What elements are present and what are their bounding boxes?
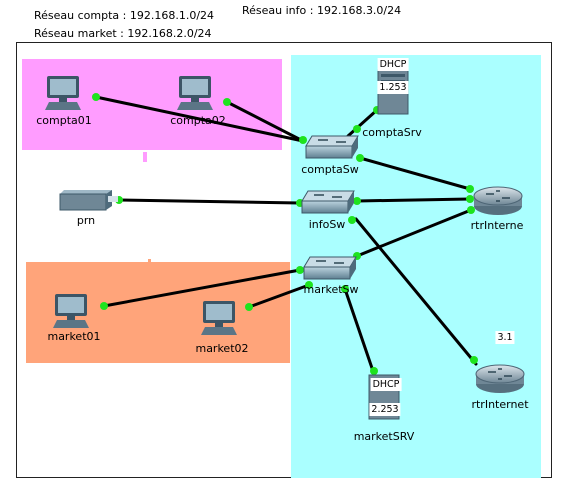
comptaSrv-address-tag: 1.253 bbox=[377, 81, 409, 94]
link-status-dots bbox=[92, 93, 478, 375]
prn-label: prn bbox=[76, 214, 96, 227]
topology-canvas bbox=[16, 42, 552, 478]
rtrInternet-address-tag: 3.1 bbox=[495, 331, 515, 344]
market01-label: market01 bbox=[47, 330, 101, 343]
market02-label: market02 bbox=[195, 342, 249, 355]
router-icon[interactable] bbox=[473, 186, 523, 215]
link-compta02-comptaSw bbox=[225, 100, 305, 143]
switch-icon[interactable] bbox=[301, 190, 355, 214]
router-icon[interactable] bbox=[475, 364, 525, 393]
marketSRV-service-tag: DHCP bbox=[370, 378, 402, 391]
subnet-info-label: Réseau info : 192.168.3.0/24 bbox=[242, 4, 402, 17]
marketSRV-label: marketSRV bbox=[353, 430, 415, 443]
status-dot bbox=[353, 197, 361, 205]
status-dot bbox=[100, 302, 108, 310]
link-market02-marketSw bbox=[247, 283, 311, 309]
status-dot bbox=[305, 281, 313, 289]
status-dot bbox=[223, 98, 231, 106]
pc-icon[interactable] bbox=[177, 76, 213, 110]
status-dot bbox=[356, 154, 364, 162]
pc-icon[interactable] bbox=[45, 76, 81, 110]
compta01-label: compta01 bbox=[36, 114, 92, 127]
infoSw-label: infoSw bbox=[308, 218, 346, 231]
pc-icon[interactable] bbox=[201, 301, 237, 335]
comptaSrv-service-tag: DHCP bbox=[377, 58, 409, 71]
link-infoSw-rtrInterne bbox=[355, 197, 472, 203]
link-marketSw-marketSRV bbox=[343, 287, 376, 376]
status-dot bbox=[348, 216, 356, 224]
zone-compta-handle[interactable] bbox=[143, 152, 147, 162]
link-prn-infoSw bbox=[117, 198, 302, 205]
pc-icon[interactable] bbox=[53, 294, 89, 328]
status-dot bbox=[470, 356, 478, 364]
status-dot bbox=[245, 303, 253, 311]
status-dot bbox=[466, 185, 474, 193]
status-dot bbox=[299, 136, 307, 144]
status-dot bbox=[467, 206, 475, 214]
link-comptaSw-rtrInterne bbox=[358, 156, 472, 191]
compta02-label: compta02 bbox=[170, 114, 226, 127]
subnet-market-label: Réseau market : 192.168.2.0/24 bbox=[34, 27, 212, 40]
status-dot bbox=[92, 93, 100, 101]
zone-market-handle[interactable] bbox=[148, 259, 151, 262]
link-comptaSrv-comptaSw bbox=[346, 108, 379, 138]
printer-icon[interactable] bbox=[59, 190, 118, 211]
status-dot bbox=[466, 195, 474, 203]
status-dot bbox=[296, 266, 304, 274]
switch-icon[interactable] bbox=[303, 256, 357, 280]
status-dot bbox=[341, 285, 349, 293]
link-infoSw-rtrInternet bbox=[354, 217, 478, 366]
rtrInterne-label: rtrInterne bbox=[470, 219, 524, 232]
link-compta01-comptaSw bbox=[94, 95, 305, 143]
rtrInternet-label: rtrInternet bbox=[471, 398, 529, 411]
link-marketSw-rtrInterne bbox=[355, 208, 473, 258]
subnet-compta-label: Réseau compta : 192.168.1.0/24 bbox=[34, 9, 215, 22]
comptaSrv-label: comptaSrv bbox=[362, 126, 422, 139]
comptaSw-label: comptaSw bbox=[301, 163, 359, 176]
status-dot bbox=[353, 125, 361, 133]
links bbox=[94, 95, 478, 376]
marketSw-label: marketSw bbox=[303, 283, 359, 296]
switch-icon[interactable] bbox=[305, 135, 359, 159]
status-dot bbox=[370, 367, 378, 375]
link-market01-marketSw bbox=[102, 268, 302, 308]
marketSRV-address-tag: 2.253 bbox=[369, 403, 401, 416]
